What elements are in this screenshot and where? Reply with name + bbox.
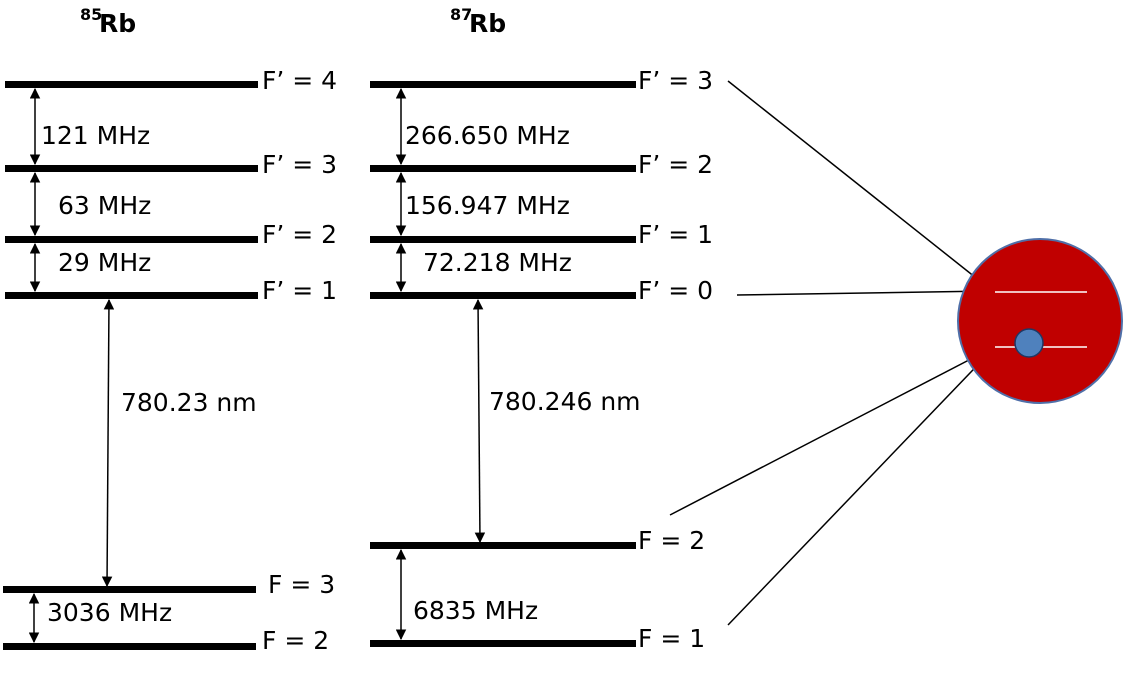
- rb85-label-f4p: F’ = 4: [262, 66, 337, 95]
- rb85-label-f2p: F’ = 2: [262, 220, 337, 249]
- rb85-level-f3: [3, 586, 256, 593]
- rb85-level-f3p: [5, 165, 258, 172]
- rb87-label-f2: F = 2: [638, 526, 705, 555]
- rb85-label-f1p: F’ = 1: [262, 276, 337, 305]
- connector-f1-to-atom: [727, 347, 995, 626]
- rb87-level-f1p: [370, 236, 636, 243]
- rb85-splitting-63: 63 MHz: [58, 191, 151, 220]
- rb87-ground-splitting: 6835 MHz: [413, 596, 538, 625]
- connector-f0p-to-atom: [736, 290, 991, 296]
- rb87-label-f1p: F’ = 1: [638, 220, 713, 249]
- connector-f2-to-atom: [669, 346, 995, 516]
- rb85-level-f1p: [5, 292, 258, 299]
- rb87-label-f1: F = 1: [638, 624, 705, 653]
- rb85-transition-label: 780.23 nm: [121, 388, 257, 417]
- connector-f3p-to-atom: [727, 80, 991, 290]
- rb85-title: Rb: [99, 9, 136, 38]
- rb87-mass-number: 87: [450, 5, 472, 24]
- rb87-level-f2p: [370, 165, 636, 172]
- atom-circle: [957, 238, 1123, 404]
- rb87-transition-label: 780.246 nm: [489, 387, 641, 416]
- rb87-level-f3p: [370, 81, 636, 88]
- rb87-level-f2: [370, 542, 636, 549]
- rb85-transition-arrow: [101, 298, 115, 588]
- rb87-level-f0p: [370, 292, 636, 299]
- rb87-label-f2p: F’ = 2: [638, 150, 713, 179]
- rb87-splitting-266: 266.650 MHz: [405, 121, 570, 150]
- rb85-label-f2: F = 2: [262, 626, 329, 655]
- rb85-label-f3: F = 3: [268, 570, 335, 599]
- rb87-transition-arrow: [472, 298, 486, 544]
- rb85-mass-number: 85: [80, 5, 102, 24]
- rb87-label-f0p: F’ = 0: [638, 276, 713, 305]
- rb85-level-f2: [3, 643, 256, 650]
- electron-icon: [1014, 328, 1044, 358]
- rb85-level-f4p: [5, 81, 258, 88]
- rb85-ground-splitting: 3036 MHz: [47, 598, 172, 627]
- rb87-label-f3p: F’ = 3: [638, 66, 713, 95]
- rb87-splitting-156: 156.947 MHz: [405, 191, 570, 220]
- rb87-splitting-72: 72.218 MHz: [423, 248, 572, 277]
- rb85-label-f3p: F’ = 3: [262, 150, 337, 179]
- rb87-title: Rb: [469, 9, 506, 38]
- rb85-splitting-121: 121 MHz: [41, 121, 150, 150]
- rb87-level-f1: [370, 640, 636, 647]
- rb85-level-f2p: [5, 236, 258, 243]
- rb85-splitting-29: 29 MHz: [58, 248, 151, 277]
